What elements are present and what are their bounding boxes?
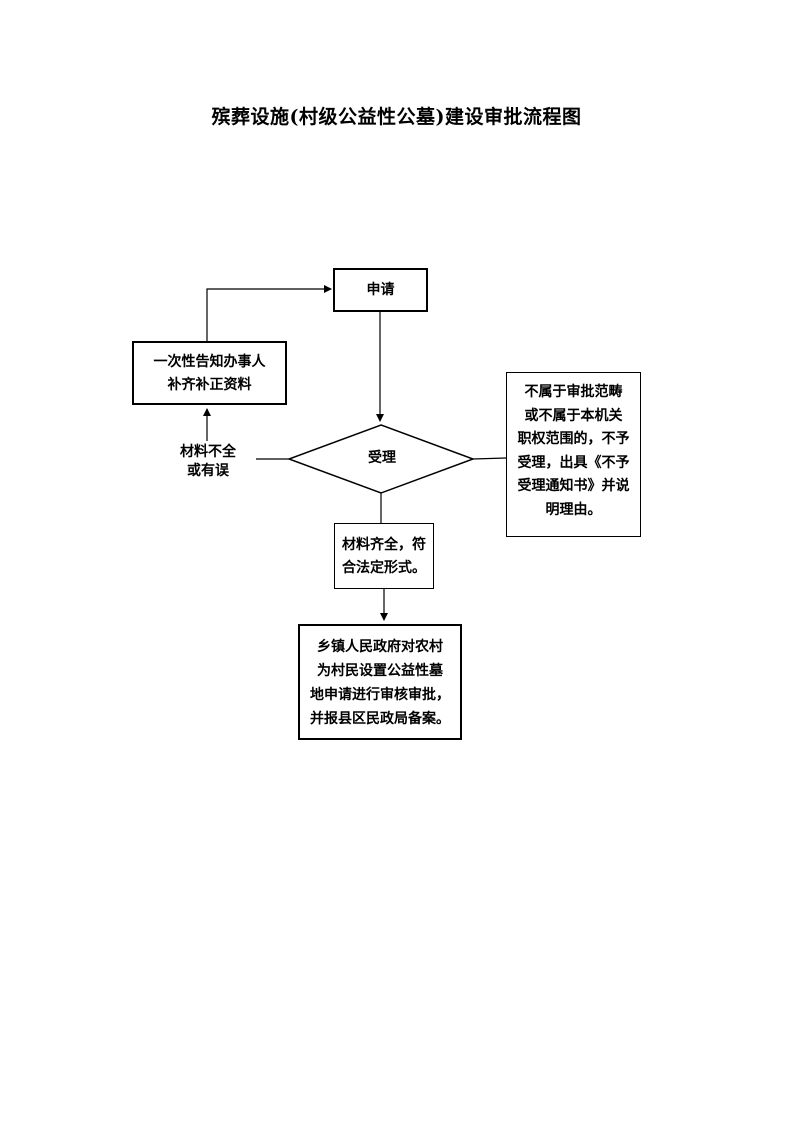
review-decision-label: 受理: [368, 450, 396, 466]
loopback-arrow: [206, 285, 332, 341]
reject-line-4: 受理，出具《不予: [517, 454, 630, 471]
reject-line-3: 职权范围的，不予: [517, 431, 630, 447]
approval-line-1: 乡镇人民政府对农村: [317, 639, 443, 655]
approval-step-box: 乡镇人民政府对农村 为村民设置公益性墓 地申请进行审核审批， 并报县区民政局备案…: [298, 624, 462, 740]
review-to-reject-line: [472, 457, 507, 460]
incomplete-materials-label: 材料不全 或有误: [168, 443, 248, 481]
approval-line-4: 并报县区民政局备案。: [310, 711, 450, 727]
supplement-step-box: 一次性告知办事人 补齐补正资料: [132, 341, 287, 405]
supplement-line-2: 补齐补正资料: [167, 377, 252, 393]
supplement-line-1: 一次性告知办事人: [153, 354, 266, 370]
incomplete-line-2: 或有误: [187, 463, 229, 479]
page-title: 殡葬设施(村级公益性公墓)建设审批流程图: [211, 106, 582, 128]
approval-line-2: 为村民设置公益性墓: [317, 663, 443, 679]
accepted-line-1: 材料齐全，符: [342, 537, 426, 553]
accepted-line-2: 合法定形式。: [342, 560, 426, 576]
reject-line-5: 受理通知书》并说: [517, 478, 630, 494]
reject-step-box: 不属于审批范畴 或不属于本机关 职权范围的，不予 受理，出具《不予 受理通知书》…: [506, 372, 641, 537]
approval-line-3: 地申请进行审核审批，: [310, 687, 450, 703]
incomplete-line-1: 材料不全: [180, 444, 236, 460]
reject-line-1: 不属于审批范畴: [524, 384, 623, 400]
reject-line-2: 或不属于本机关: [524, 407, 623, 424]
apply-step-box: 申请: [333, 268, 428, 312]
accepted-step-box: 材料齐全，符 合法定形式。: [334, 523, 434, 589]
reject-line-6: 明理由。: [545, 501, 602, 518]
apply-step-label: 申请: [366, 281, 395, 298]
